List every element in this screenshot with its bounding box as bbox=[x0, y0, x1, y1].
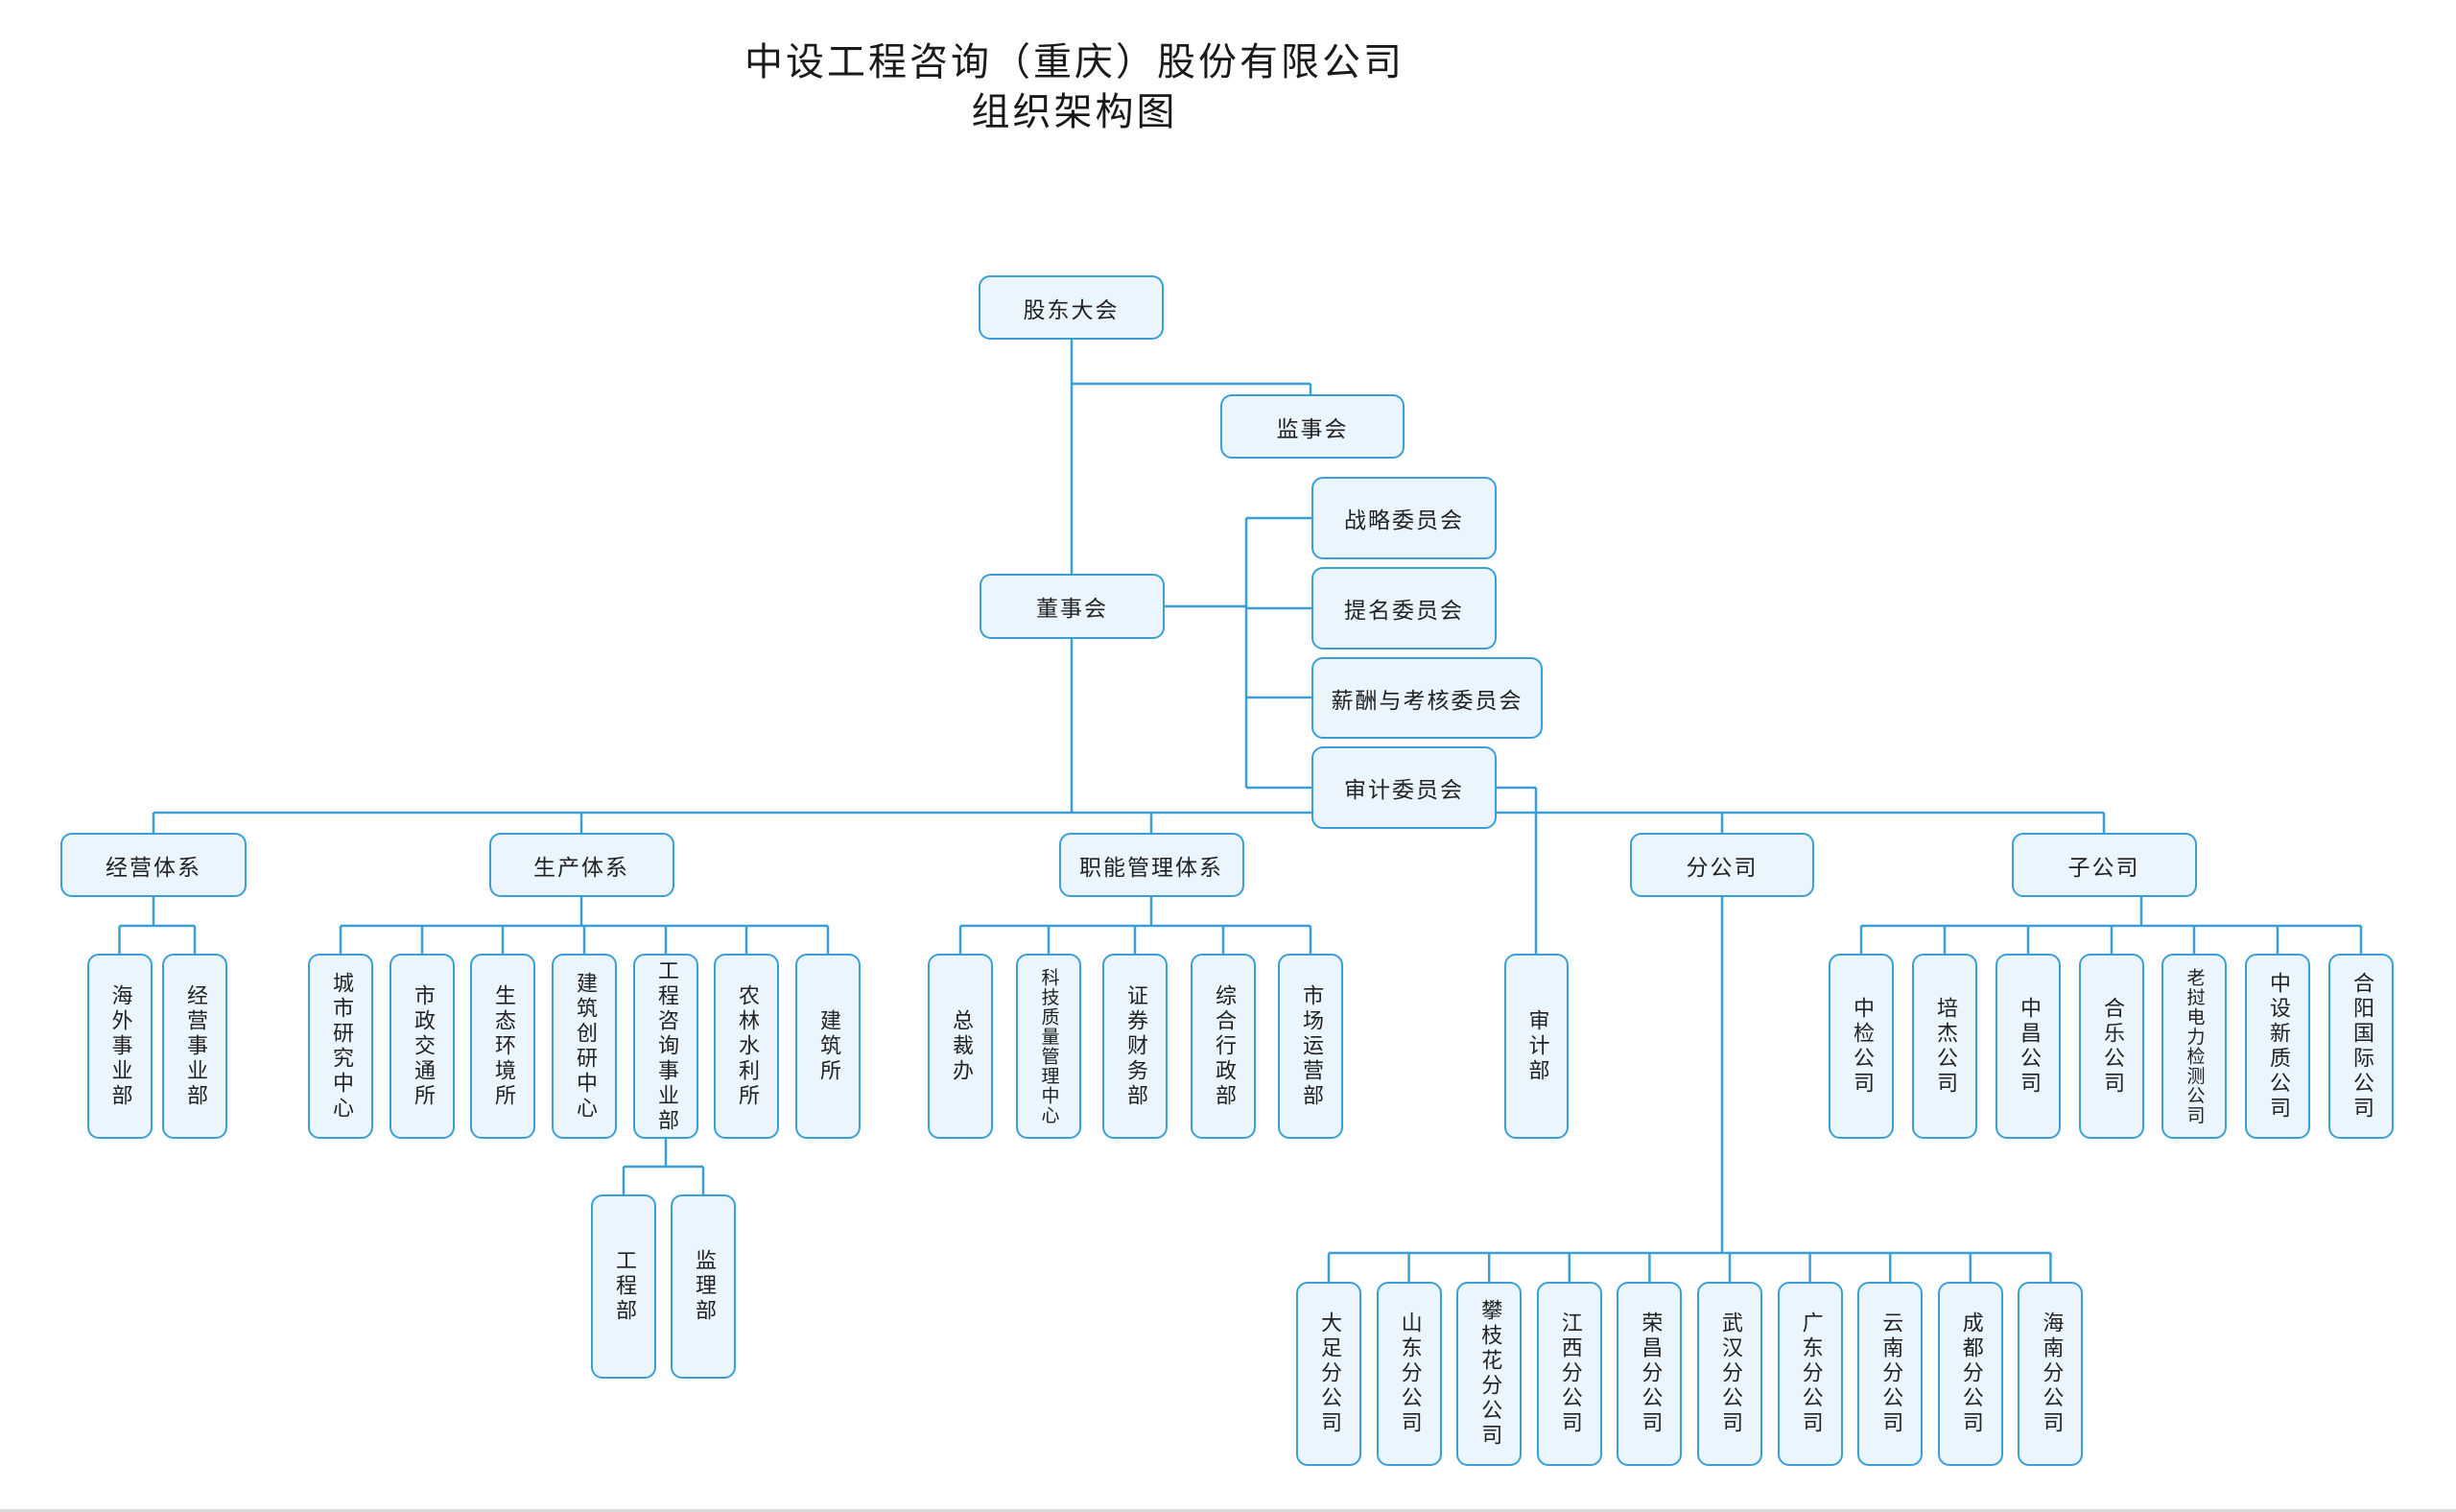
node-committee-nomination[interactable]: 提名委员会 bbox=[1311, 567, 1497, 650]
node-unit[interactable]: 农林水利所 bbox=[714, 954, 779, 1139]
node-system-business[interactable]: 经营体系 bbox=[60, 833, 247, 897]
node-branch[interactable]: 海南分公司 bbox=[2018, 1282, 2084, 1466]
node-branch[interactable]: 广东分公司 bbox=[1777, 1282, 1843, 1466]
node-unit[interactable]: 海外事业部 bbox=[86, 954, 153, 1139]
node-unit[interactable]: 证券财务部 bbox=[1102, 954, 1168, 1139]
chart-subtitle: 组织架构图 bbox=[971, 90, 1178, 134]
node-subsidiary[interactable]: 培杰公司 bbox=[1912, 954, 1977, 1139]
node-branch[interactable]: 荣昌分公司 bbox=[1617, 1282, 1683, 1466]
node-subsidiary[interactable]: 合乐公司 bbox=[2079, 954, 2144, 1139]
node-unit[interactable]: 市场运营部 bbox=[1278, 954, 1343, 1139]
node-unit[interactable]: 建筑创研中心 bbox=[552, 954, 617, 1139]
node-branch[interactable]: 攀枝花分公司 bbox=[1456, 1282, 1523, 1466]
node-subsidiary[interactable]: 中检公司 bbox=[1829, 954, 1894, 1139]
company-name: 中设工程咨询（重庆）股份有限公司 bbox=[744, 40, 1405, 84]
node-branch[interactable]: 山东分公司 bbox=[1376, 1282, 1442, 1466]
node-committee-audit[interactable]: 审计委员会 bbox=[1311, 746, 1497, 829]
node-committee-strategy[interactable]: 战略委员会 bbox=[1311, 477, 1497, 559]
node-branch[interactable]: 大足分公司 bbox=[1296, 1282, 1361, 1466]
node-audit-department[interactable]: 审计部 bbox=[1504, 954, 1569, 1139]
node-unit[interactable]: 生态环境所 bbox=[470, 954, 535, 1139]
node-sub-unit[interactable]: 工程部 bbox=[591, 1194, 656, 1379]
node-unit[interactable]: 综合行政部 bbox=[1191, 954, 1256, 1139]
node-subsidiary[interactable]: 老挝电力检测公司 bbox=[2161, 954, 2227, 1139]
node-subsidiary[interactable]: 中设新质公司 bbox=[2245, 954, 2310, 1139]
node-unit[interactable]: 总裁办 bbox=[928, 954, 993, 1139]
node-unit[interactable]: 市政交通所 bbox=[390, 954, 455, 1139]
node-unit[interactable]: 工程咨询事业部 bbox=[633, 954, 698, 1139]
node-supervisory-board[interactable]: 监事会 bbox=[1220, 394, 1405, 459]
node-branch[interactable]: 武汉分公司 bbox=[1697, 1282, 1762, 1466]
node-system-subsidiaries[interactable]: 子公司 bbox=[2011, 833, 2197, 897]
node-unit[interactable]: 城市研究中心 bbox=[308, 954, 373, 1139]
node-subsidiary[interactable]: 中昌公司 bbox=[1996, 954, 2061, 1139]
node-system-production[interactable]: 生产体系 bbox=[488, 833, 674, 897]
node-unit[interactable]: 经营事业部 bbox=[162, 954, 227, 1139]
node-board[interactable]: 董事会 bbox=[980, 574, 1165, 639]
node-branch[interactable]: 成都分公司 bbox=[1937, 1282, 2003, 1466]
node-system-branches[interactable]: 分公司 bbox=[1630, 833, 1814, 897]
node-branch[interactable]: 江西分公司 bbox=[1536, 1282, 1602, 1466]
bottom-divider bbox=[0, 1509, 2456, 1512]
node-subsidiary[interactable]: 合阳国际公司 bbox=[2328, 954, 2394, 1139]
node-unit[interactable]: 建筑所 bbox=[795, 954, 861, 1139]
node-unit[interactable]: 科技质量管理中心 bbox=[1016, 954, 1081, 1139]
node-committee-remuneration[interactable]: 薪酬与考核委员会 bbox=[1311, 657, 1543, 739]
node-branch[interactable]: 云南分公司 bbox=[1857, 1282, 1924, 1466]
node-system-functional[interactable]: 职能管理体系 bbox=[1058, 833, 1244, 897]
node-sub-unit[interactable]: 监理部 bbox=[671, 1194, 736, 1379]
node-shareholders[interactable]: 股东大会 bbox=[979, 275, 1164, 340]
